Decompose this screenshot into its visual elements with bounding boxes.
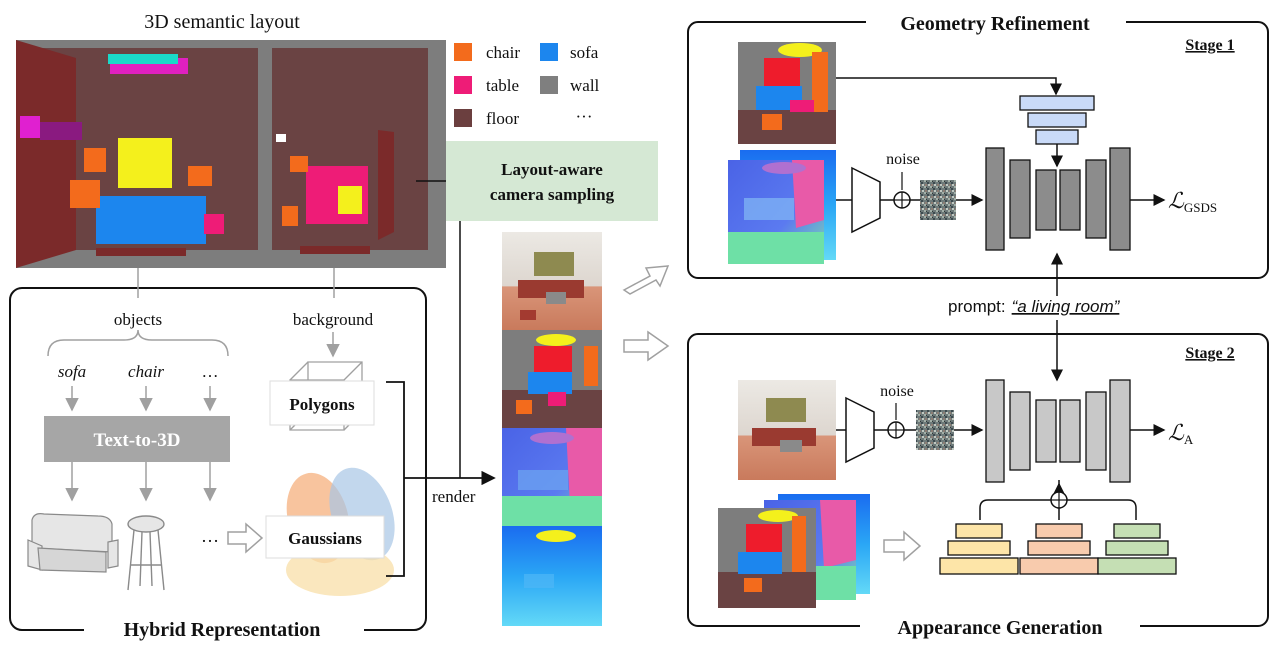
background-label: background — [293, 310, 374, 329]
stage2-noise-latent — [916, 410, 954, 450]
stage1-noise-label: noise — [886, 151, 920, 168]
objects-brace — [47, 329, 229, 357]
prompt-text: prompt:“a living room” — [948, 297, 1121, 316]
appearance-title: Appearance Generation — [898, 617, 1103, 639]
stage2-noise-label: noise — [880, 383, 914, 400]
legend-label-chair: chair — [486, 43, 520, 62]
stage1-unet — [985, 147, 1131, 251]
stage1-condition-encoder — [1019, 95, 1095, 145]
legend-swatch-chair — [454, 43, 472, 61]
object-name-more: … — [202, 362, 219, 381]
camera-sampling-box — [446, 141, 658, 221]
hybrid-title: Hybrid Representation — [124, 619, 321, 641]
polygons-box — [269, 380, 375, 426]
legend-label-floor: floor — [486, 109, 519, 128]
legend-label-table: table — [486, 76, 519, 95]
legend-swatch-table — [454, 76, 472, 94]
camera-sampling-line2: camera sampling — [490, 185, 615, 204]
stool-model-image — [127, 515, 165, 591]
stage1-normal-depth-images — [728, 150, 836, 264]
legend-swatch-floor — [454, 109, 472, 127]
stage1-noise-latent — [920, 180, 956, 220]
to-gaussians-arrow — [227, 522, 264, 554]
legend-label-wall: wall — [570, 76, 600, 95]
camera-sampling-line1: Layout-aware — [501, 160, 603, 179]
stage2-unet — [985, 379, 1131, 483]
merge-bracket — [386, 381, 405, 577]
geometry-title: Geometry Refinement — [900, 13, 1090, 35]
to-stage1-arrow — [622, 265, 670, 295]
stage2-photo-image — [738, 380, 836, 480]
semantic-layout-image — [16, 40, 446, 268]
stage2-pyramid-orange — [1019, 523, 1099, 575]
stage2-pyramid-yellow — [939, 523, 1019, 575]
legend-swatch-wall — [540, 76, 558, 94]
stage2-label: Stage 2 — [1185, 345, 1234, 362]
sofa-model-image — [27, 513, 119, 573]
layout-title: 3D semantic layout — [144, 11, 300, 33]
objects-label: objects — [114, 310, 162, 329]
stage1-semantic-image — [738, 42, 836, 144]
legend-swatch-sofa — [540, 43, 558, 61]
legend-label-sofa: sofa — [570, 43, 599, 62]
object-name-chair: chair — [128, 362, 164, 381]
rendered-views-strip — [502, 232, 602, 626]
text-to-3d-box — [44, 416, 230, 462]
models-ellipsis: … — [201, 526, 219, 546]
legend: chair sofa table wall floor ··· — [454, 43, 600, 128]
to-pyramids-arrow — [883, 530, 922, 562]
stage2-condition-images — [718, 494, 870, 608]
stage2-pyramid-green — [1097, 523, 1177, 575]
legend-more: ··· — [576, 107, 593, 126]
gaussians-label: Gaussians — [288, 529, 362, 548]
stage1-label: Stage 1 — [1185, 37, 1234, 54]
to-stage2-arrow — [623, 330, 670, 362]
text-to-3d-label: Text-to-3D — [94, 430, 181, 451]
stage2-vae-encoder — [845, 396, 875, 464]
stage2-loss: ℒA — [1168, 420, 1194, 447]
object-name-sofa: sofa — [58, 362, 86, 381]
gaussians-box — [265, 515, 385, 559]
stage1-vae-encoder — [851, 166, 881, 234]
polygons-label: Polygons — [289, 395, 355, 414]
stage1-loss: ℒGSDS — [1168, 188, 1217, 215]
render-label: render — [432, 487, 476, 506]
